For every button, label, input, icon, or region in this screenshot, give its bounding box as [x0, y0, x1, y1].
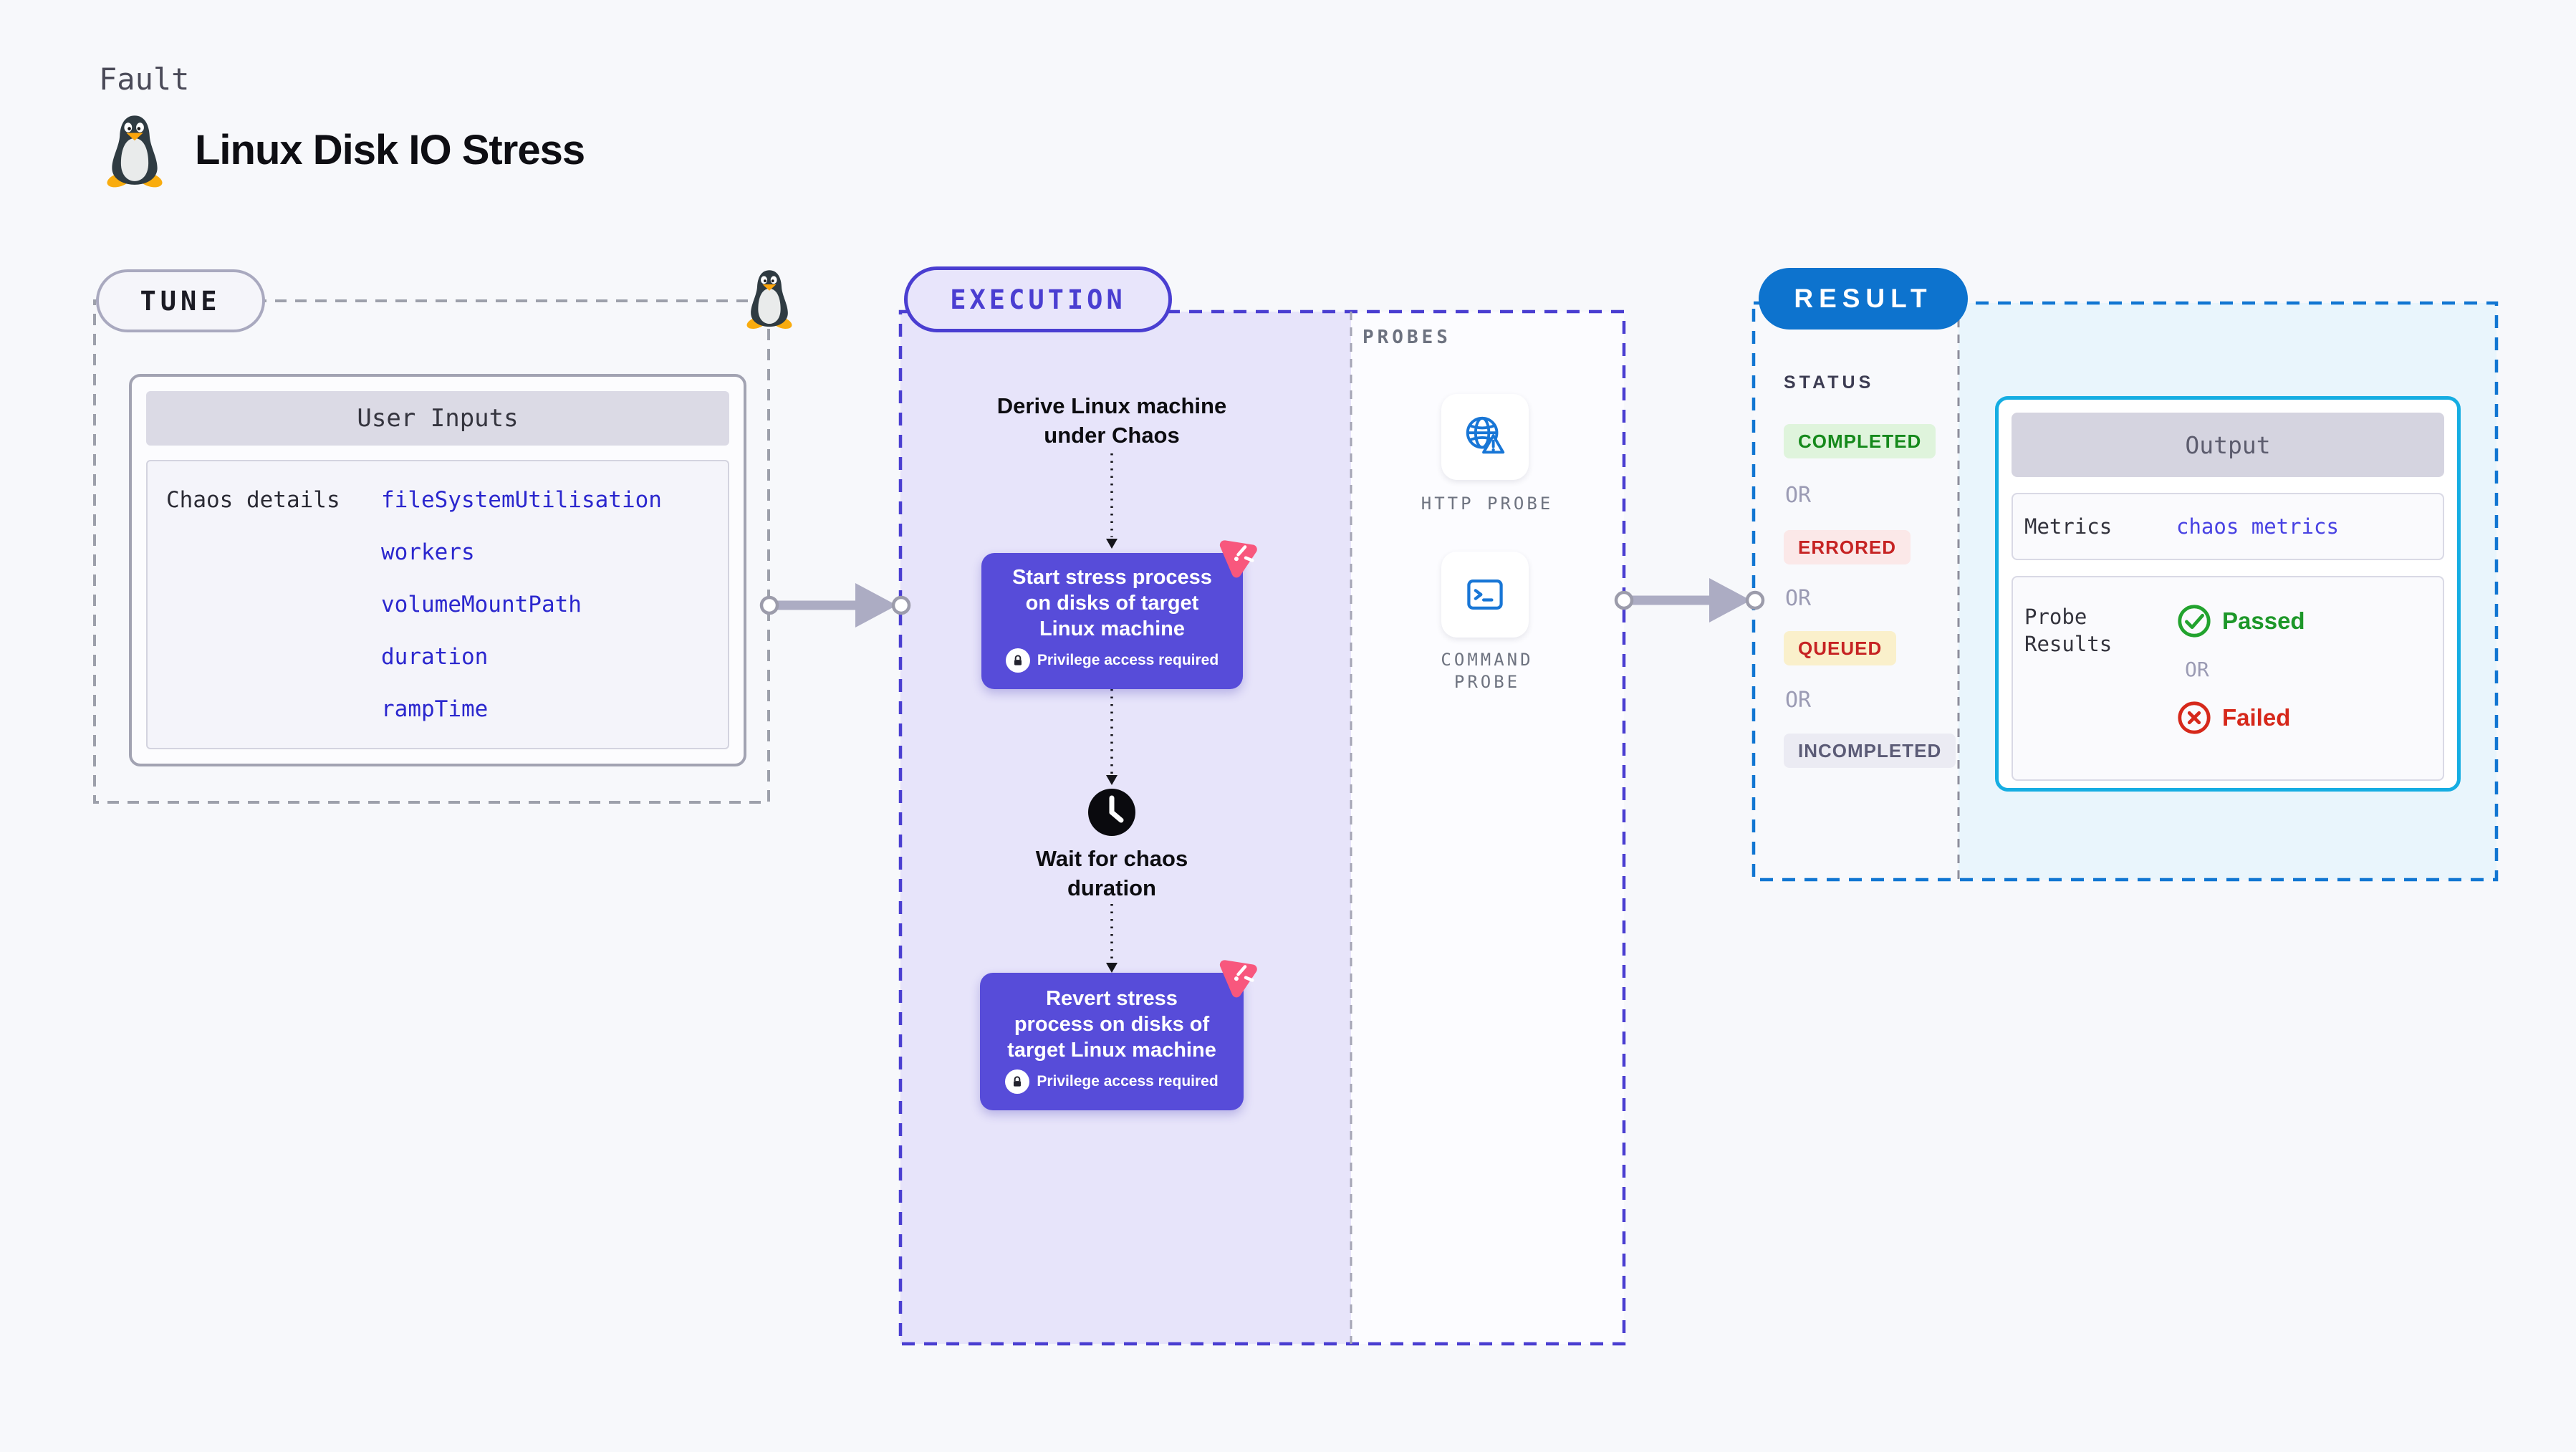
failed-line: Failed	[2176, 700, 2305, 736]
param-ramp-time: rampTime	[381, 696, 489, 722]
terminal-icon	[1467, 580, 1503, 610]
metrics-value: chaos metrics	[2176, 514, 2339, 539]
param-workers: workers	[381, 539, 475, 565]
probe-results-row: Probe Results Passed OR Failed	[2012, 576, 2444, 781]
or-separator: OR	[1785, 586, 1812, 611]
passed-line: Passed	[2176, 603, 2305, 639]
or-separator: OR	[2185, 658, 2209, 681]
chaos-fault-icon	[1219, 540, 1257, 578]
privilege-note-label: Privilege access required	[1037, 1073, 1219, 1090]
probes-panel-title: PROBES	[1363, 327, 1451, 348]
derive-step-label: Derive Linux machine under Chaos	[996, 393, 1227, 448]
chaos-details-label: Chaos details	[166, 487, 340, 513]
chaos-fault-icon	[1219, 960, 1257, 998]
status-badge-errored: ERRORED	[1784, 530, 1911, 564]
param-filesystem-utilisation: fileSystemUtilisation	[381, 487, 662, 513]
wait-step-label: Wait for chaos duration	[1035, 846, 1188, 900]
start-stress-label: Start stress process on disks of target …	[1012, 566, 1212, 640]
fault-category-label: Fault	[99, 62, 190, 97]
or-separator: OR	[1785, 688, 1812, 713]
status-column-title: STATUS	[1784, 372, 1875, 393]
http-probe-card	[1441, 394, 1529, 480]
flow-arrowheads	[1106, 539, 1118, 973]
clock-icon	[1088, 789, 1135, 836]
execution-section-badge: EXECUTION	[904, 266, 1172, 332]
revert-stress-label: Revert stress process on disks of target…	[1007, 987, 1216, 1062]
tune-section-badge: TUNE	[96, 269, 265, 332]
lock-icon	[1005, 648, 1030, 673]
tux-penguin-icon	[746, 270, 792, 330]
user-inputs-card: User Inputs Chaos details fileSystemUtil…	[129, 374, 746, 766]
page-title: Linux Disk IO Stress	[195, 127, 585, 173]
tux-penguin-icon	[107, 115, 163, 188]
chaos-details-panel: Chaos details fileSystemUtilisation work…	[146, 460, 729, 749]
command-probe-label: COMMAND PROBE	[1441, 650, 1534, 692]
status-badge-completed: COMPLETED	[1784, 424, 1936, 458]
privilege-note-label: Privilege access required	[1037, 652, 1219, 668]
param-volume-mount-path: volumeMountPath	[381, 592, 582, 617]
arrow-execution-to-result	[1614, 578, 1765, 622]
lock-icon	[1005, 1069, 1030, 1094]
metrics-label: Metrics	[2024, 514, 2113, 539]
start-stress-step: Start stress process on disks of target …	[981, 553, 1243, 689]
x-circle-icon	[2178, 701, 2211, 734]
passed-label: Passed	[2222, 607, 2305, 634]
command-probe-card	[1441, 552, 1529, 638]
result-section-border	[1751, 301, 2499, 882]
output-card: Output Metrics chaos metrics Probe Resul…	[1995, 396, 2461, 792]
check-circle-icon	[2178, 605, 2211, 638]
chaos-params-list: fileSystemUtilisation workers volumeMoun…	[381, 487, 662, 722]
globe-alert-icon	[1466, 416, 1505, 454]
arrow-tune-to-execution	[759, 583, 911, 628]
probe-results-values: Passed OR Failed	[2176, 603, 2305, 779]
tune-section-border	[93, 299, 770, 804]
http-probe-label: HTTP PROBE	[1421, 494, 1554, 514]
status-badge-queued: QUEUED	[1784, 631, 1897, 665]
metrics-row: Metrics chaos metrics	[2012, 493, 2444, 560]
output-title: Output	[2012, 413, 2444, 477]
probe-results-label: Probe Results	[2024, 605, 2113, 656]
user-inputs-title: User Inputs	[146, 391, 729, 446]
privilege-note: Privilege access required	[981, 648, 1243, 673]
execution-section-border	[898, 309, 1626, 1346]
failed-label: Failed	[2222, 704, 2291, 731]
privilege-note: Privilege access required	[980, 1069, 1244, 1094]
or-separator: OR	[1785, 483, 1812, 508]
param-duration: duration	[381, 644, 489, 670]
revert-stress-step: Revert stress process on disks of target…	[980, 973, 1244, 1110]
result-section-badge: RESULT	[1759, 268, 1968, 330]
status-badge-incompleted: INCOMPLETED	[1784, 734, 1956, 768]
